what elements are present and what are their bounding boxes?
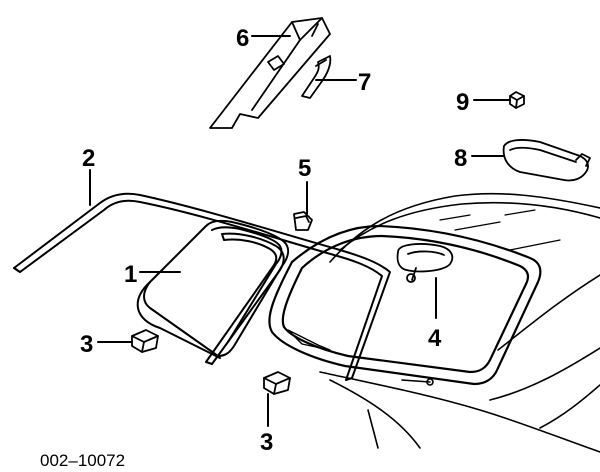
windshield-glass	[136, 219, 290, 359]
callout-3-left: 3	[80, 331, 93, 358]
pillar-retainer	[301, 55, 332, 99]
windshield-moulding	[13, 192, 391, 381]
callout-1: 1	[124, 261, 137, 288]
callout-3-bottom: 3	[260, 429, 273, 456]
callout-6: 6	[236, 25, 249, 52]
diagram-code: 002–10072	[40, 451, 125, 470]
windshield-spacer-strip	[205, 232, 285, 365]
windshield-clip-left	[131, 329, 159, 353]
moulding-clip	[293, 211, 313, 231]
callout-2: 2	[82, 145, 95, 172]
rear-view-mirror	[396, 243, 454, 283]
callout-4: 4	[428, 325, 442, 352]
visor-clip	[509, 91, 525, 109]
leader-lines	[89, 35, 511, 427]
callout-7: 7	[358, 69, 371, 96]
callout-5: 5	[298, 155, 311, 182]
installed-windshield	[268, 224, 542, 386]
callout-9: 9	[456, 89, 469, 116]
callout-8: 8	[454, 145, 467, 172]
car-body-outline	[319, 192, 600, 453]
sun-visor	[502, 139, 591, 182]
windshield-clip-bottom	[263, 371, 291, 395]
a-pillar-trim	[209, 17, 331, 129]
